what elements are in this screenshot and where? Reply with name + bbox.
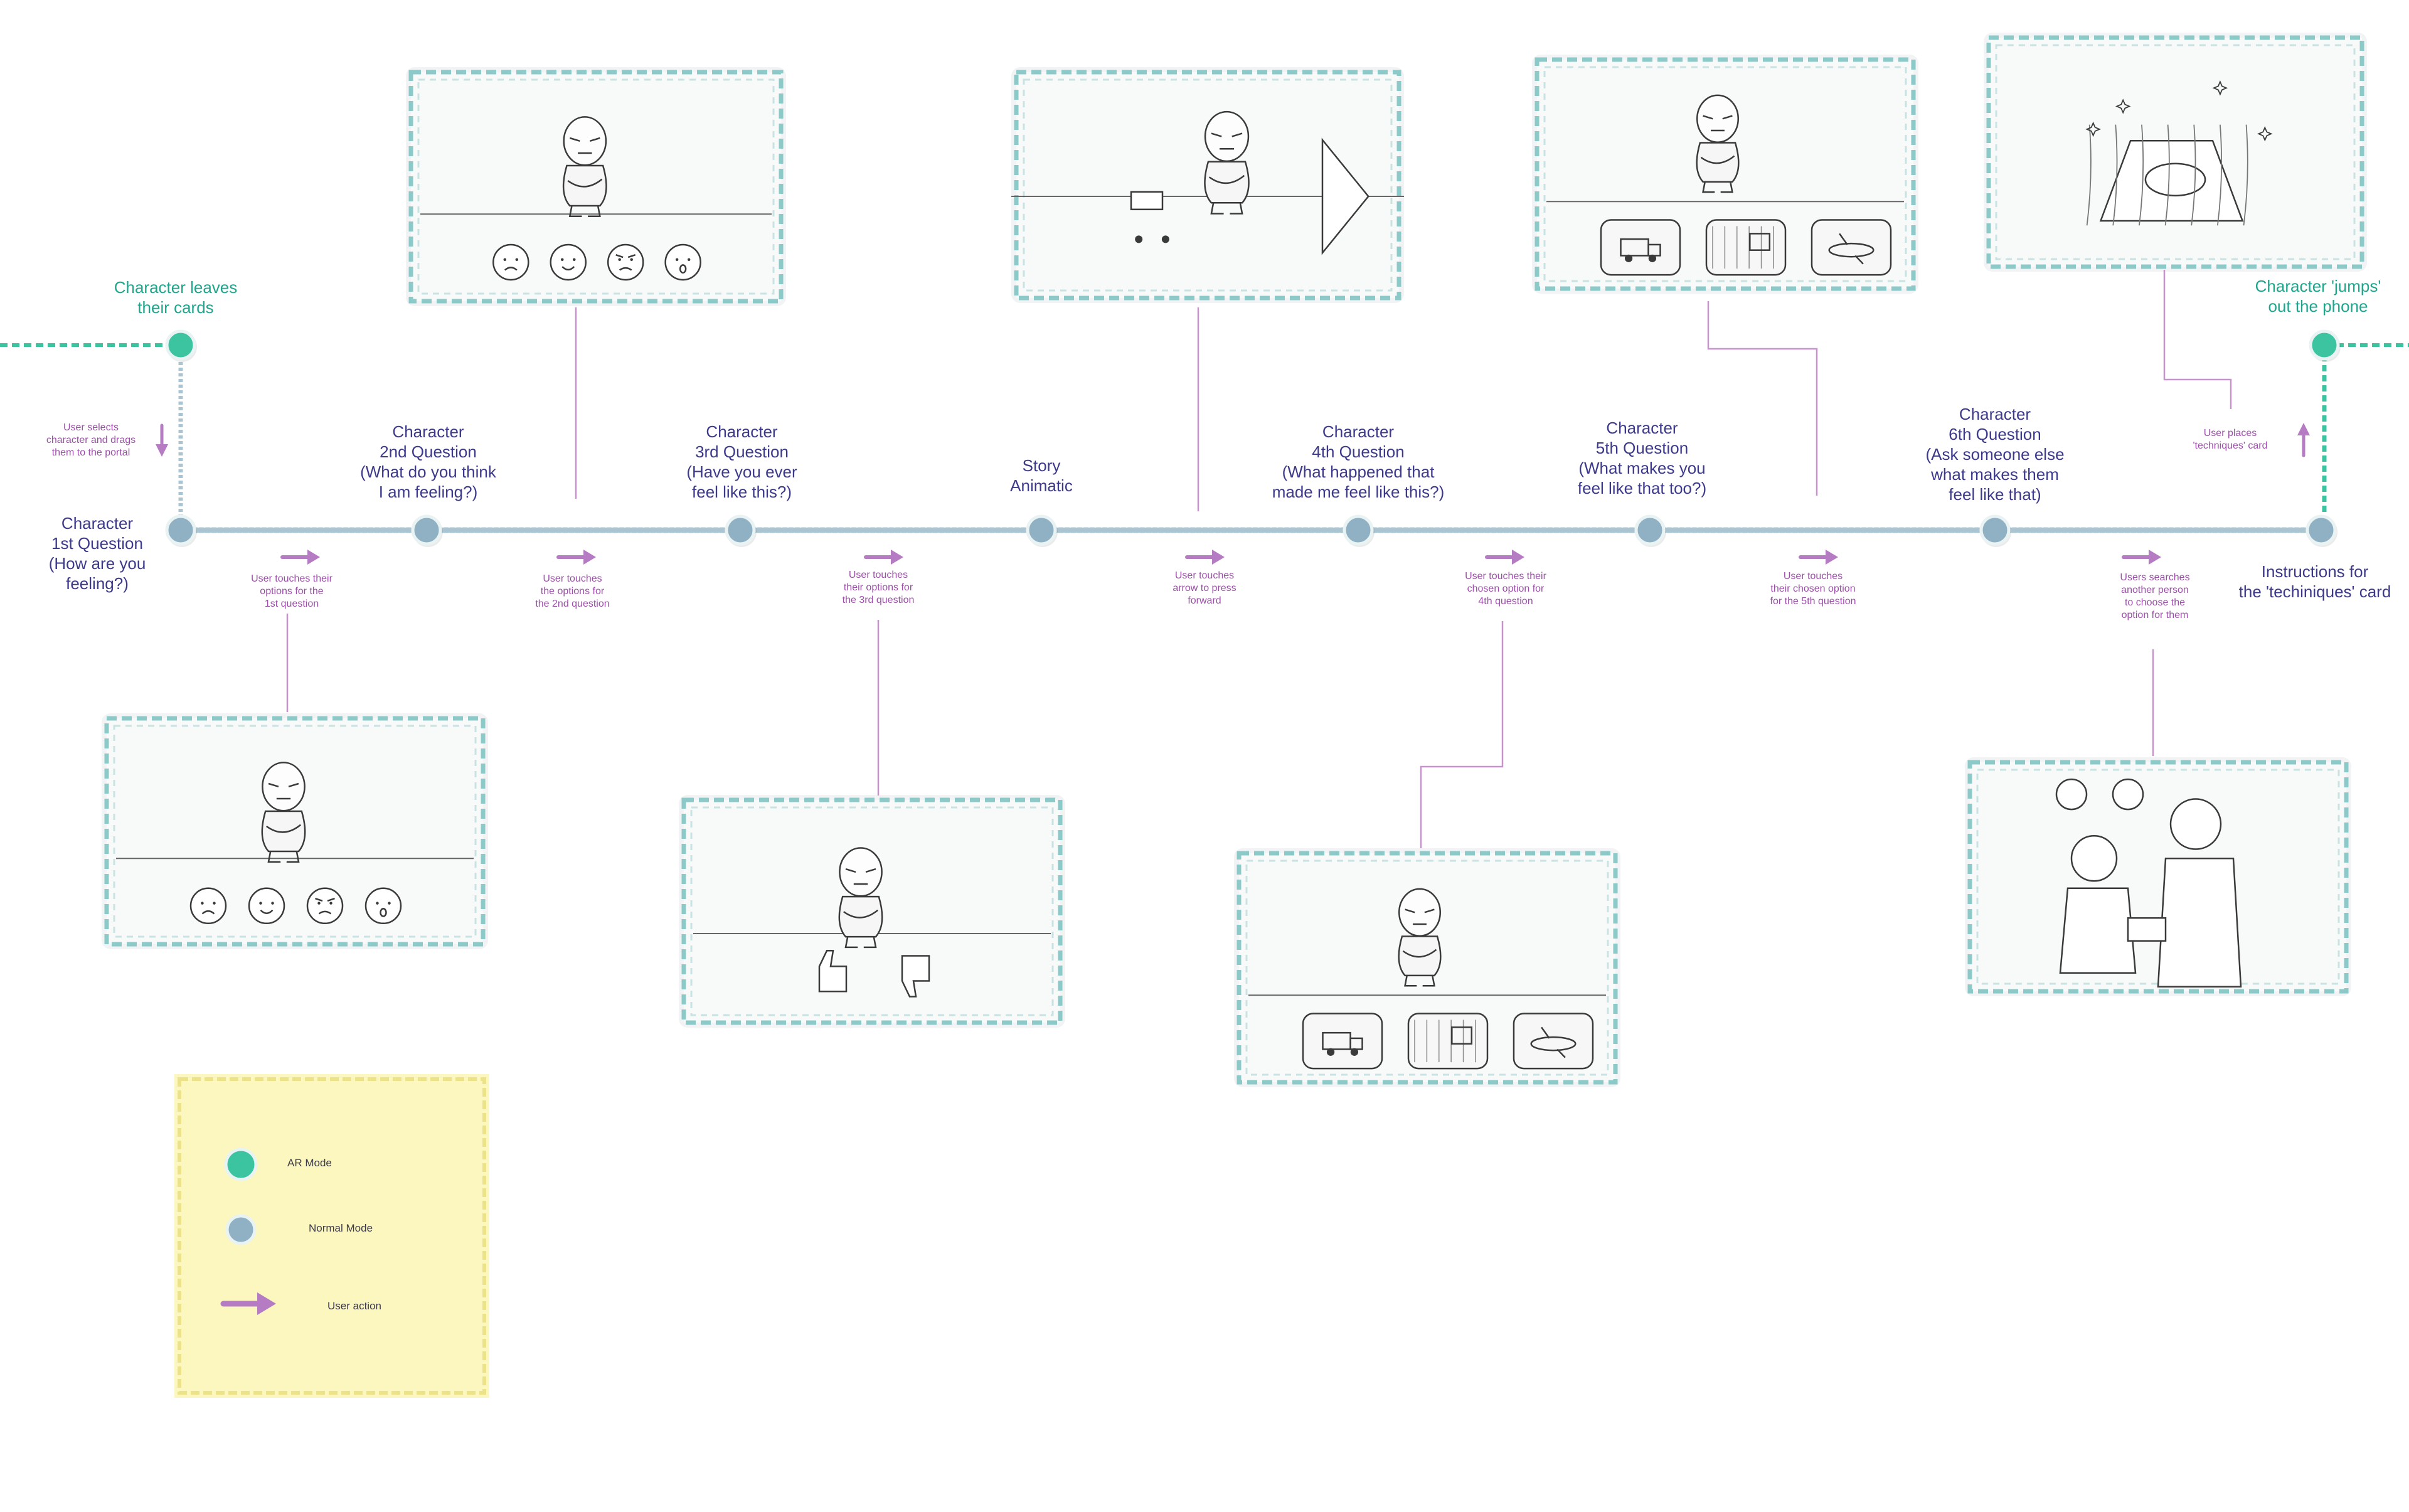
action-arrow-up bbox=[2297, 423, 2310, 457]
node-label-start: Character leaves their cards bbox=[114, 278, 238, 317]
node-label-q6: Character 6th Question (Ask someone else… bbox=[1925, 405, 2065, 504]
action-note-q1: User touches their options for the 1st q… bbox=[251, 573, 332, 609]
storyboard-frame-7 bbox=[1965, 757, 2351, 996]
action-arrow-1 bbox=[280, 550, 320, 565]
node-q5 bbox=[1634, 514, 1666, 546]
action-note-place-card: User places 'techniques' card bbox=[2193, 428, 2268, 451]
storyboard-frame-2 bbox=[102, 713, 488, 949]
connector-8 bbox=[2163, 270, 2232, 409]
node-story bbox=[1026, 514, 1057, 546]
node-q6 bbox=[1979, 514, 2011, 546]
storyboard-frame-3 bbox=[679, 795, 1065, 1028]
storyboard-frame-4 bbox=[1011, 67, 1404, 303]
action-arrow-5 bbox=[1485, 550, 1524, 565]
node-q1 bbox=[165, 514, 196, 546]
node-end bbox=[2309, 329, 2340, 361]
action-arrow-3 bbox=[864, 550, 903, 565]
legend-swatch-action bbox=[220, 1292, 276, 1315]
legend bbox=[174, 1074, 489, 1398]
node-label-q2: Character 2nd Question (What do you thin… bbox=[360, 422, 496, 501]
node-start bbox=[165, 329, 196, 361]
node-label-end: Character 'jumps' out the phone bbox=[2255, 277, 2381, 316]
connector-6 bbox=[1707, 301, 1818, 496]
node-label-story: Story Animatic bbox=[1010, 456, 1073, 495]
storyboard-frame-5 bbox=[1532, 55, 1918, 294]
node-q2 bbox=[411, 514, 442, 546]
connector-5 bbox=[1420, 621, 1504, 848]
legend-label-normal: Normal Mode bbox=[309, 1222, 373, 1234]
legend-swatch-normal bbox=[225, 1214, 257, 1245]
storyboard-frame-8 bbox=[1984, 33, 2367, 272]
legend-label-ar: AR Mode bbox=[287, 1157, 332, 1169]
action-note-story: User touches arrow to press forward bbox=[1173, 570, 1236, 606]
action-note-q3: User touches their options for the 3rd q… bbox=[842, 570, 915, 605]
node-q3 bbox=[725, 514, 756, 546]
action-note-q6: Users searches another person to choose … bbox=[2120, 572, 2190, 620]
node-label-q5: Character 5th Question (What makes you f… bbox=[1577, 418, 1707, 498]
action-arrow-7 bbox=[2122, 550, 2161, 565]
node-label-q3: Character 3rd Question (Have you ever fe… bbox=[686, 422, 797, 501]
node-q4 bbox=[1343, 514, 1374, 546]
action-arrow-down bbox=[156, 423, 168, 457]
legend-label-action: User action bbox=[327, 1300, 381, 1312]
action-note-q2: User touches the options for the 2nd que… bbox=[535, 573, 610, 609]
legend-swatch-ar bbox=[224, 1147, 258, 1181]
node-label-instr: Instructions for the 'techiniques' card bbox=[2238, 562, 2391, 601]
action-note-q5: User touches their chosen option for the… bbox=[1770, 571, 1856, 607]
action-note-q4: User touches their chosen option for 4th… bbox=[1465, 571, 1546, 607]
action-note-select-character: User selects character and drags them to… bbox=[46, 422, 136, 458]
storyboard-frame-1 bbox=[406, 67, 786, 306]
action-arrow-2 bbox=[556, 550, 596, 565]
node-label-q4: Character 4th Question (What happened th… bbox=[1272, 422, 1445, 501]
action-arrow-6 bbox=[1799, 550, 1838, 565]
node-instr bbox=[2305, 514, 2337, 546]
storyboard-frame-6 bbox=[1234, 848, 1620, 1087]
node-label-q1: Character 1st Question (How are you feel… bbox=[48, 514, 146, 593]
action-arrow-4 bbox=[1185, 550, 1225, 565]
